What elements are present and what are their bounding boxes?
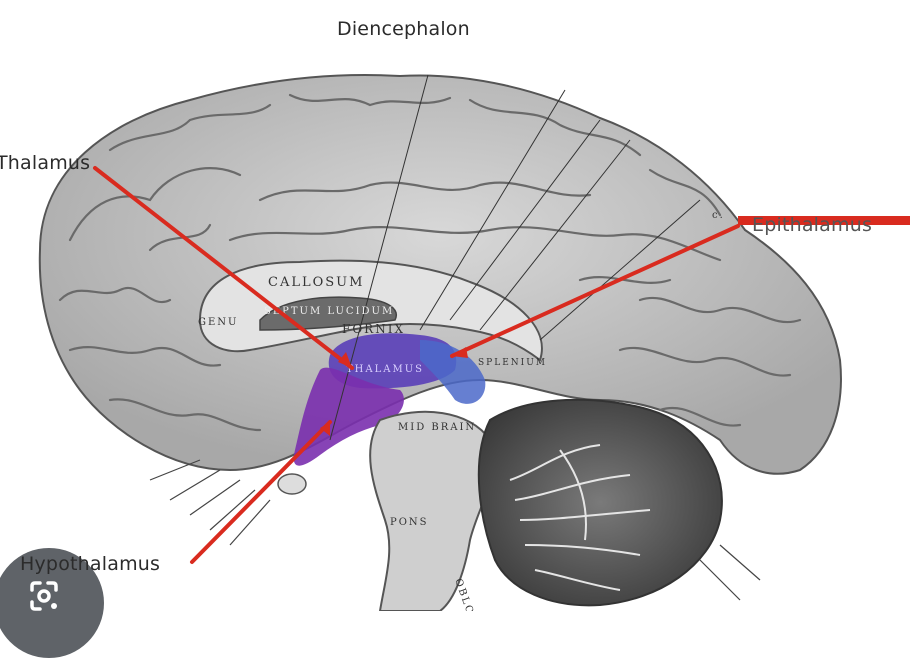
- text-fornix: FORNIX: [342, 322, 405, 336]
- text-pons: PONS: [390, 517, 429, 528]
- epithalamus-bar: [738, 216, 910, 225]
- pointer-lines: [93, 166, 740, 564]
- epithalamus-pointer: [450, 224, 740, 358]
- gyri-lines: [58, 93, 802, 432]
- text-septum: SEPTUM LUCIDUM: [264, 306, 394, 317]
- fringe-lines: [149, 459, 761, 601]
- brain-sagittal-diagram: CALLOSUM SEPTUM LUCIDUM GENU FORNIX THAL…: [38, 74, 910, 611]
- text-oblongata: OBLONGATA: [452, 577, 491, 611]
- text-splenium: SPLENIUM: [478, 358, 547, 368]
- thalamus-label: Thalamus: [0, 152, 91, 174]
- epithalamus-arrowhead: [452, 347, 468, 358]
- epithalamus-region: [420, 340, 486, 404]
- cerebellum: [477, 398, 723, 607]
- thalamus-pointer: [93, 166, 354, 370]
- hypothalamus-region: [293, 367, 404, 466]
- diagram-title: Diencephalon: [337, 18, 470, 40]
- thalamus-arrowhead: [338, 352, 352, 368]
- hypothalamus-arrowhead: [320, 422, 330, 436]
- epithalamus-label: Epithalamus: [752, 214, 873, 236]
- text-thalamus: THALAMUS: [346, 364, 424, 375]
- text-genu: GENU: [198, 317, 238, 328]
- brainstem: [369, 410, 496, 611]
- hypothalamus-pointer: [190, 420, 332, 564]
- arbor-vitae: [509, 444, 651, 591]
- text-callosum: CALLOSUM: [268, 275, 364, 290]
- reference-lines: [329, 74, 701, 441]
- pituitary: [277, 473, 307, 495]
- hypothalamus-label: Hypothalamus: [20, 553, 161, 575]
- google-lens-icon[interactable]: [24, 576, 64, 616]
- text-corner-mark: c.: [712, 210, 725, 221]
- text-midbrain: MID BRAIN: [398, 422, 476, 433]
